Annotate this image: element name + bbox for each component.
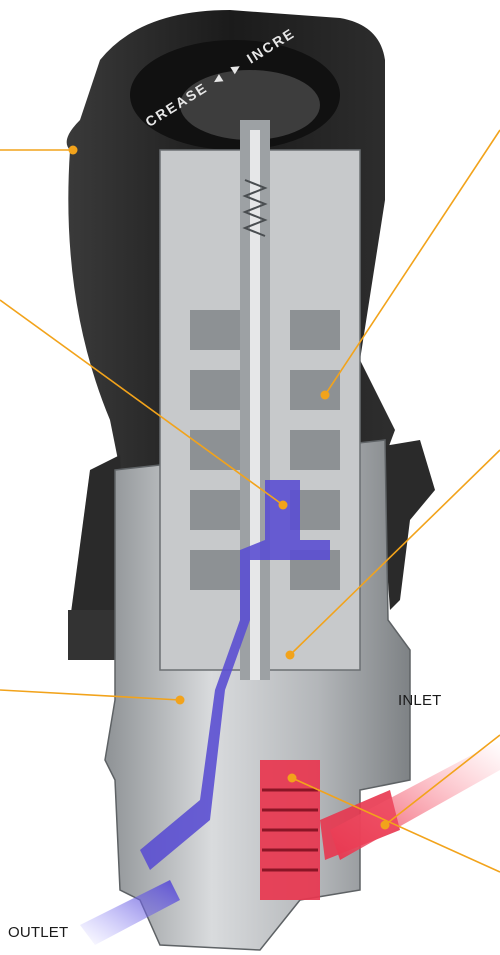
leader-valve-stem — [0, 299, 284, 506]
leader-poppet — [291, 777, 500, 873]
leader-spring — [289, 449, 500, 656]
outlet-label: OUTLET — [8, 924, 69, 941]
outlet-passage — [80, 480, 330, 945]
leader-bonnet — [324, 129, 500, 396]
leader-lines — [0, 129, 500, 873]
leader-inlet-port — [384, 734, 500, 826]
inlet-chamber — [260, 740, 500, 900]
bonnet-cutaway — [159, 120, 361, 680]
inlet-label: INLET — [398, 692, 442, 709]
leader-body — [0, 689, 181, 701]
leader-dots — [68, 145, 390, 830]
